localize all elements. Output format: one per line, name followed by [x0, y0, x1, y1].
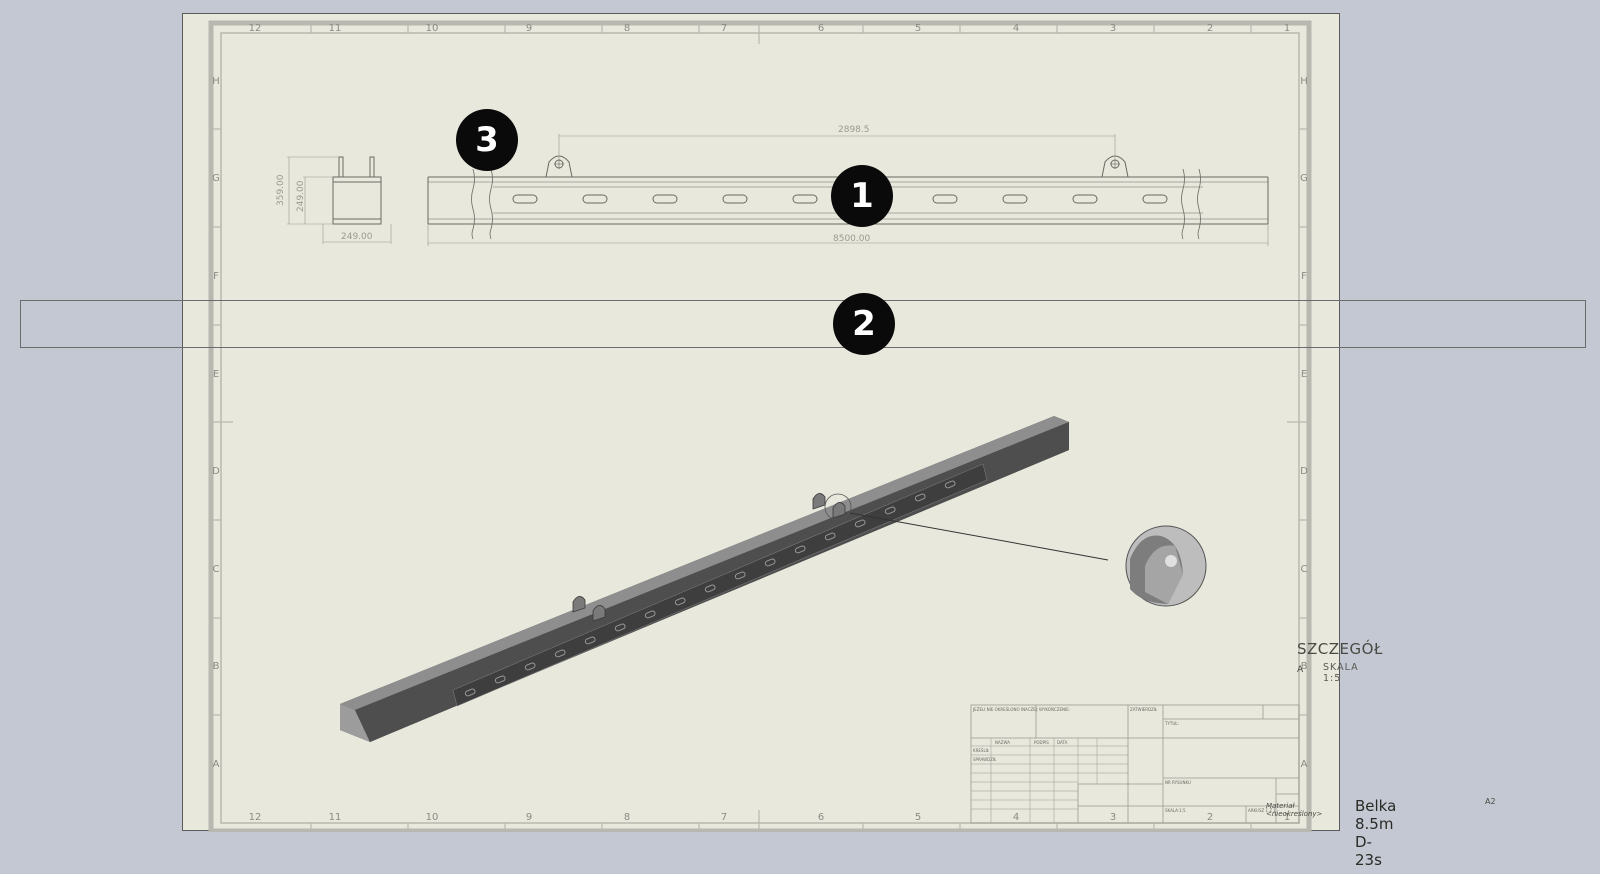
zone-row-h-right: H — [1300, 76, 1308, 87]
tb-drawing-title: Belka 8.5m D-23s — [1355, 797, 1397, 869]
dim-side-height-body: 249.00 — [296, 180, 306, 213]
title-block — [970, 704, 1300, 824]
detail-scale: SKALA 1:5 — [1323, 662, 1359, 684]
zone-col-9: 9 — [525, 23, 533, 34]
tb-label-finish: WYKOŃCZENIE: — [1039, 707, 1071, 712]
zone-col-7: 7 — [720, 23, 728, 34]
zone-col-3: 3 — [1109, 23, 1117, 34]
zone-col-5: 5 — [914, 23, 922, 34]
tb-label-checked: SPRAWDZIŁ — [973, 757, 997, 762]
zone-col-5-bottom: 5 — [914, 812, 922, 823]
zone-row-e-right: E — [1300, 369, 1308, 380]
tb-label-scale: SKALA:1:5 — [1165, 808, 1186, 813]
zone-row-g-right: G — [1300, 173, 1308, 184]
zone-col-2: 2 — [1206, 23, 1214, 34]
zone-col-6: 6 — [817, 23, 825, 34]
zone-col-10-bottom: 10 — [425, 812, 439, 823]
zone-row-a-right: A — [1300, 759, 1308, 770]
zone-row-h: H — [212, 76, 220, 87]
zone-col-11: 11 — [328, 23, 342, 34]
dim-hole-spacing: 2898.5 — [838, 125, 870, 135]
zone-col-8: 8 — [623, 23, 631, 34]
zone-row-d: D — [212, 466, 220, 477]
zone-col-4: 4 — [1012, 23, 1020, 34]
section-selection-band[interactable] — [20, 300, 1586, 348]
tb-label-title: TYTUŁ: — [1165, 721, 1179, 726]
zone-col-9-bottom: 9 — [525, 812, 533, 823]
zone-col-7-bottom: 7 — [720, 812, 728, 823]
tb-sheet-size: A2 — [1485, 797, 1496, 806]
zone-col-10: 10 — [425, 23, 439, 34]
detail-title: SZCZEGÓŁ A — [1297, 640, 1383, 676]
zone-row-c: C — [212, 564, 220, 575]
zone-row-c-right: C — [1300, 564, 1308, 575]
callout-badge-2: 2 — [833, 293, 895, 355]
tb-label-name: NAZWA — [995, 740, 1010, 745]
tb-label-date: DATA — [1057, 740, 1068, 745]
zone-col-1: 1 — [1283, 23, 1291, 34]
dim-side-width: 249.00 — [341, 232, 373, 242]
tb-label-drawn: KREŚLIŁ — [973, 748, 990, 753]
tb-label-approved: ZATWIERDZIŁ — [1130, 707, 1158, 712]
tb-label-signature: PODPIS — [1034, 740, 1049, 745]
tb-material: Materiał <nieokreślony> — [1266, 802, 1323, 818]
detail-a-view — [1125, 525, 1207, 607]
tb-label-dwg-no: NR RYSUNKU — [1165, 780, 1191, 785]
tb-label-sheet: ARKUSZ 1 Z 1 — [1248, 808, 1276, 813]
zone-col-4-bottom: 4 — [1012, 812, 1020, 823]
dim-overall-length: 8500.00 — [833, 234, 871, 244]
zone-col-1-bottom: 1 — [1283, 812, 1291, 823]
side-view — [287, 156, 392, 244]
zone-col-8-bottom: 8 — [623, 812, 631, 823]
zone-col-12: 12 — [248, 23, 262, 34]
zone-col-2-bottom: 2 — [1206, 812, 1214, 823]
zone-col-3-bottom: 3 — [1109, 812, 1117, 823]
dim-side-height-total: 359.00 — [276, 174, 286, 207]
drawing-sheet: 12 11 10 9 8 7 6 5 4 3 2 1 12 11 10 9 8 … — [182, 13, 1496, 869]
zone-row-d-right: D — [1300, 466, 1308, 477]
zone-col-11-bottom: 11 — [328, 812, 342, 823]
detail-title-text: SZCZEGÓŁ — [1297, 640, 1383, 658]
zone-row-f: F — [213, 271, 219, 282]
detail-letter: A — [1297, 665, 1304, 675]
zone-row-g: G — [212, 173, 220, 184]
isometric-view — [340, 416, 1109, 742]
zone-col-12-bottom: 12 — [248, 812, 262, 823]
outer-border — [208, 20, 1312, 832]
drawing-canvas — [208, 20, 1312, 832]
inner-border — [220, 32, 1300, 824]
callout-badge-3: 3 — [456, 109, 518, 171]
zone-row-b-right: B — [1300, 661, 1308, 672]
zone-col-6-bottom: 6 — [817, 812, 825, 823]
zone-row-b: B — [212, 661, 220, 672]
zone-row-a: A — [212, 759, 220, 770]
tb-label-tolerances: JEŻELI NIE OKREŚLONO INACZEJ: — [973, 707, 1039, 712]
zone-row-e: E — [212, 369, 220, 380]
zone-row-f-right: F — [1301, 271, 1307, 282]
callout-badge-1: 1 — [831, 165, 893, 227]
